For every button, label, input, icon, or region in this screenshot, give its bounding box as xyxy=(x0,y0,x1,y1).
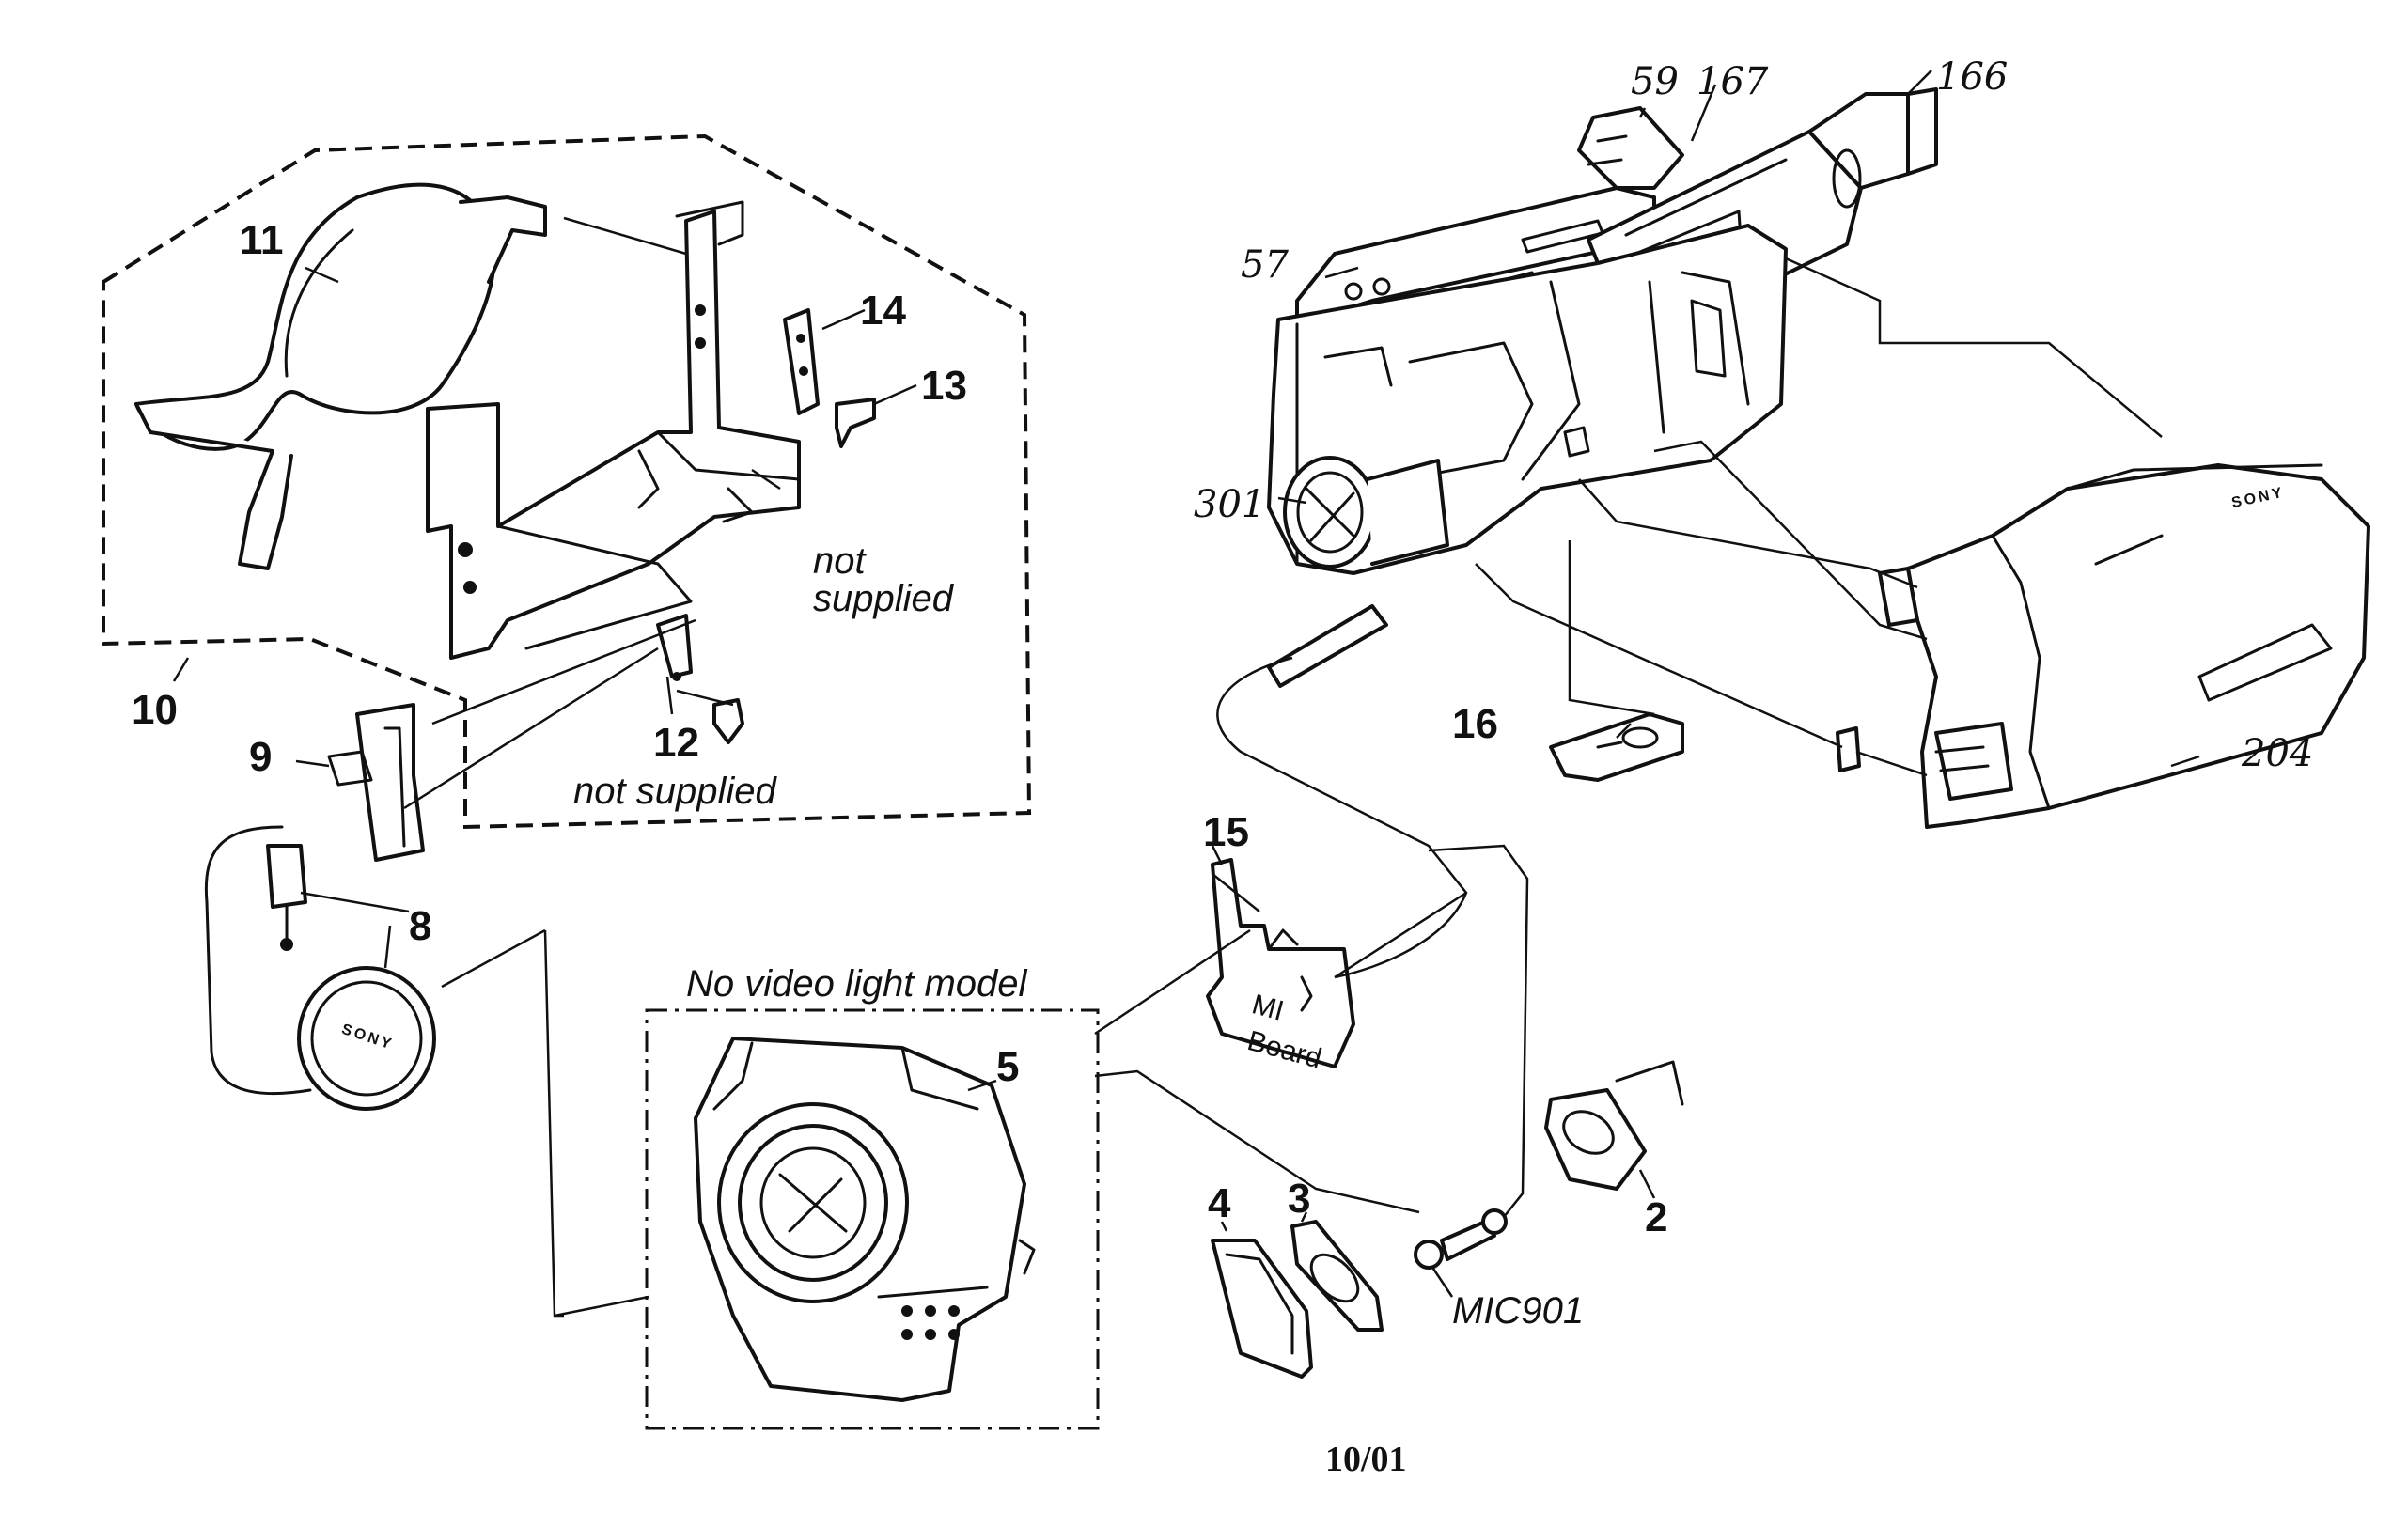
label-part-167: 167 xyxy=(1697,60,1769,103)
mic-cover-part-4 xyxy=(1211,1239,1313,1379)
label-part-4: 4 xyxy=(1208,1180,1231,1226)
note-not-supplied-line2: supplied xyxy=(813,578,955,619)
note-not-supplied-line1: not xyxy=(813,540,867,582)
front-lens-housing xyxy=(694,1037,1036,1402)
footer-date: 10/01 xyxy=(1325,1440,1407,1479)
label-part-57: 57 xyxy=(1241,243,1289,287)
label-part-12: 12 xyxy=(653,720,699,766)
lens-cap: SONY xyxy=(204,825,436,1111)
label-part-13: 13 xyxy=(921,363,967,409)
note-no-video-light-model: No video light model xyxy=(686,963,1028,1005)
note-not-supplied-2: not supplied xyxy=(573,771,777,812)
mic-cover-part-3 xyxy=(1290,1220,1384,1332)
switch-block xyxy=(1549,712,1684,782)
no-video-light-box xyxy=(645,1008,1100,1430)
label-part-59: 59 xyxy=(1631,60,1679,103)
side-cabinet: SONY xyxy=(1836,463,2370,829)
lens-cap-holder xyxy=(327,703,425,862)
label-part-11: 11 xyxy=(240,217,284,263)
label-part-5: 5 xyxy=(996,1044,1019,1090)
label-part-166: 166 xyxy=(1936,55,2008,99)
label-part-10: 10 xyxy=(132,687,178,733)
label-part-204: 204 xyxy=(2241,732,2313,775)
camcorder-main-body xyxy=(1267,87,1938,688)
label-part-8: 8 xyxy=(409,903,431,949)
label-part-14: 14 xyxy=(860,288,906,334)
label-part-301: 301 xyxy=(1194,483,1265,526)
mic-holder xyxy=(1544,1060,1684,1191)
label-part-15: 15 xyxy=(1203,809,1249,855)
mi-board: MI Board xyxy=(1206,858,1355,1075)
microphone-mic901 xyxy=(1414,1208,1508,1270)
label-mic901: MIC901 xyxy=(1452,1290,1584,1332)
bracket-frame xyxy=(426,200,801,660)
clip-part-13 xyxy=(835,398,876,448)
label-part-3: 3 xyxy=(1288,1176,1310,1222)
label-part-2: 2 xyxy=(1645,1194,1667,1240)
grip-strap xyxy=(134,182,547,570)
callout-ticks xyxy=(172,70,2200,1298)
clip-part-14 xyxy=(783,308,820,415)
label-part-9: 9 xyxy=(249,734,272,780)
connection-lines xyxy=(403,257,2163,1318)
label-part-16: 16 xyxy=(1452,701,1498,747)
